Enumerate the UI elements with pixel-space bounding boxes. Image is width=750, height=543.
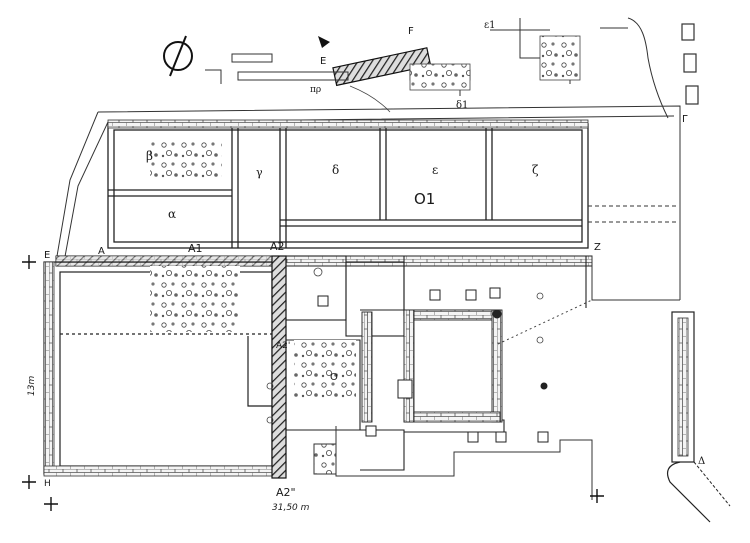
rubble-zone-middle bbox=[294, 340, 356, 400]
wall-a2 bbox=[271, 255, 287, 479]
label-e-left: E bbox=[44, 250, 50, 261]
label-a2-prime: A2' bbox=[276, 341, 290, 351]
south-boundary bbox=[335, 426, 593, 500]
east-boundary bbox=[591, 256, 680, 301]
wall-west-lower bbox=[43, 261, 55, 475]
peristyle bbox=[361, 309, 503, 423]
section-marker-icon bbox=[318, 36, 330, 48]
label-a2-double: A2" bbox=[276, 486, 296, 499]
label-delta1: δ1 bbox=[456, 100, 468, 111]
top-wall-band bbox=[107, 119, 589, 129]
label-a1: A1 bbox=[188, 242, 203, 255]
dashed-extension bbox=[588, 205, 678, 223]
room-label-zeta: ζ bbox=[532, 163, 539, 177]
label-epsilon1: ε1 bbox=[484, 20, 496, 31]
label-h: H bbox=[44, 479, 51, 489]
excavated-wall-ef bbox=[332, 47, 432, 87]
delta-column bbox=[667, 311, 731, 523]
north-fragment-stones bbox=[409, 35, 581, 91]
rubble-zone-a1 bbox=[150, 266, 240, 332]
dimension-vertical: 13m bbox=[27, 376, 37, 396]
dotted-line-z bbox=[497, 299, 593, 345]
label-omicron: O bbox=[330, 372, 338, 383]
label-a-left: A bbox=[98, 246, 105, 257]
north-arrow-icon bbox=[163, 35, 193, 77]
room-walls-top bbox=[107, 123, 589, 249]
grid-crosses bbox=[22, 255, 604, 511]
isolated-blocks bbox=[681, 23, 699, 105]
room-label-o1: O1 bbox=[414, 190, 435, 208]
dimension-horizontal: 31,50 m bbox=[272, 503, 310, 513]
room-label-beta: β bbox=[146, 149, 153, 163]
room-label-gamma: γ bbox=[256, 166, 263, 179]
rubble-room-beta bbox=[150, 138, 222, 182]
label-delta-right: Δ bbox=[698, 456, 705, 467]
label-e-top: E bbox=[320, 56, 326, 67]
wall-south-lower bbox=[43, 465, 285, 477]
column-bases bbox=[317, 287, 549, 443]
arc-line bbox=[349, 85, 391, 113]
room-label-alpha: α bbox=[168, 207, 176, 221]
enclosure-wall bbox=[55, 105, 681, 300]
label-pi-rho: πρ bbox=[310, 85, 321, 95]
small-structure bbox=[313, 443, 337, 475]
room-label-delta: δ bbox=[332, 163, 339, 177]
wall-a-a1 bbox=[56, 256, 286, 266]
column-dots bbox=[266, 267, 544, 424]
label-z: Z bbox=[594, 242, 601, 253]
room-label-epsilon: ε bbox=[432, 163, 438, 177]
label-gamma-cap: Γ bbox=[682, 114, 688, 125]
label-a2: A2 bbox=[270, 240, 285, 253]
label-f-top: F bbox=[408, 26, 414, 37]
